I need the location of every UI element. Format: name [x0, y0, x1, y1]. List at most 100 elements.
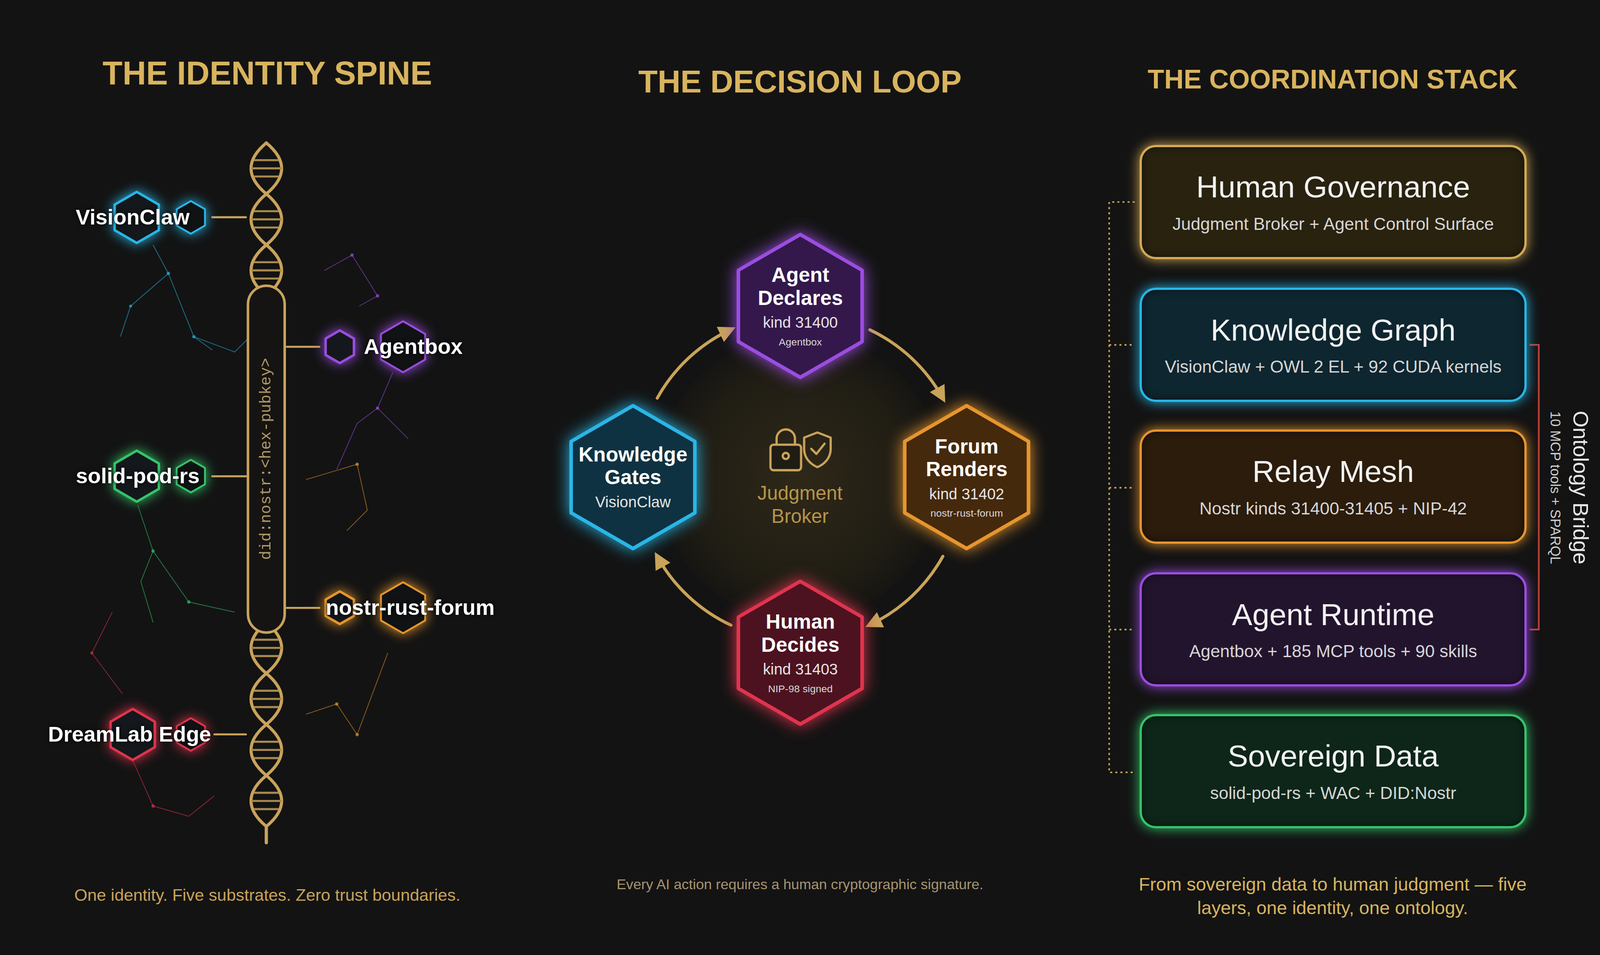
node-text: Agentbox: [778, 336, 823, 349]
dna-helix-part: [250, 142, 282, 296]
column-heading: THE IDENTITY SPINE: [102, 53, 433, 93]
spine-link: [212, 216, 246, 219]
hexagon-outline: [904, 406, 1029, 549]
helix-rungs-part: [253, 792, 279, 795]
spine-link: [286, 607, 320, 610]
spine-link: [214, 733, 246, 736]
node-text: nostr-rust-forum: [325, 595, 495, 621]
node-text: Human Governance: [1196, 169, 1471, 206]
column-caption: One identity. Five substrates. Zero trus…: [74, 885, 461, 906]
shield-symbol: [804, 432, 831, 468]
node-text: VisionClaw + OWL 2 EL + 92 CUDA kernels: [1164, 356, 1502, 378]
loop-arrow: [870, 556, 944, 625]
lock-keyhole: [782, 453, 789, 460]
loop-step-hexagon: Knowledge GatesVisionClaw: [569, 403, 697, 551]
node-text: VisionClaw: [595, 493, 671, 512]
hexagon-text-column: Human Decides kind 31403NIP-98 signed: [736, 579, 864, 727]
helix-rungs-part: [253, 706, 279, 709]
label-holder: From sovereign data to human judgment — …: [1134, 869, 1531, 925]
dna-helix-part: [250, 622, 282, 844]
helix-rungs-part: [250, 800, 282, 803]
stack-layer-box: Knowledge GraphVisionClaw + OWL 2 EL + 9…: [1139, 287, 1527, 403]
spine-link: [286, 346, 320, 349]
constellation-part: [377, 408, 409, 440]
label-holder: THE COORDINATION STACK: [1108, 61, 1557, 99]
hexagon-text-column: Knowledge GatesVisionClaw: [569, 403, 697, 551]
helix-rungs-part: [253, 741, 279, 744]
stack-layer-box: Relay MeshNostr kinds 31400-31405 + NIP-…: [1139, 429, 1527, 545]
constellation-part: [120, 273, 169, 337]
node-text: Agentbox + 185 MCP tools + 90 skills: [1188, 641, 1477, 663]
helix-rungs-part: [253, 639, 279, 642]
hexagon-outline: [738, 581, 863, 725]
lock-shield-icon: [738, 426, 862, 478]
node-text: Agentbox: [363, 334, 463, 360]
loop-arrow: [657, 556, 732, 626]
node-text: Knowledge Gates: [577, 443, 689, 490]
constellation-part: [153, 245, 213, 351]
vertical-label-holder: 10 MCP tools + SPARQL: [1544, 385, 1566, 590]
constellation-dots-part: [151, 804, 155, 808]
constellation-dots-part: [375, 406, 379, 410]
node-text: Human Decides: [745, 610, 856, 657]
broker-center: Judgment Broker: [738, 426, 862, 533]
helix-rungs-part: [253, 689, 279, 693]
spine-text-holder: did:nostr:<hex-pubkey>: [245, 285, 287, 633]
constellation-dots-part: [90, 652, 93, 655]
helix-rungs-part: [250, 269, 282, 272]
constellation-dots-part: [350, 253, 354, 257]
constellation-dots-part: [355, 733, 359, 737]
hexagon-text-column: Forum Renderskind 31402nostr-rust-forum: [902, 403, 1031, 551]
hexagon-outline: [571, 406, 695, 549]
node-text: Relay Mesh: [1252, 453, 1414, 491]
helix-rungs-part: [253, 175, 279, 178]
constellation-dots-part: [128, 304, 132, 308]
constellation-dots-part: [166, 271, 170, 275]
column-caption: Every AI action requires a human cryptog…: [616, 876, 984, 894]
helix-rungs-part: [253, 261, 279, 264]
node-text: kind 31402: [929, 485, 1004, 504]
label-holder: Every AI action requires a human cryptog…: [561, 874, 1040, 895]
node-text: VisionClaw: [75, 204, 190, 231]
constellation-part: [324, 255, 378, 307]
vertical-label-holder: Ontology Bridge: [1565, 385, 1596, 590]
column-heading: THE DECISION LOOP: [638, 62, 962, 101]
node-text: did:nostr:<hex-pubkey>: [257, 358, 276, 561]
label-holder: One identity. Five substrates. Zero trus…: [20, 883, 515, 909]
spine-capsule: [247, 286, 285, 633]
helix-rungs-part: [253, 210, 279, 213]
node-text: NIP-98 signed: [768, 683, 833, 696]
helix-rungs-part: [253, 808, 279, 811]
constellation-dots-part: [375, 294, 379, 298]
substrate-node: nostr-rust-forum: [319, 580, 501, 636]
constellation-part: [193, 336, 250, 352]
substrate-node: Agentbox: [319, 319, 468, 375]
check-mark: [811, 443, 825, 455]
loop-arrow: [870, 330, 944, 399]
bracket-label: 10 MCP tools + SPARQL: [1546, 411, 1564, 565]
column-caption: From sovereign data to human judgment — …: [1134, 873, 1531, 921]
loop-arrow: [657, 329, 732, 399]
helix-rungs-part: [250, 167, 282, 170]
constellation-dots-part: [187, 600, 191, 604]
node-text: Agent Declares: [745, 263, 856, 310]
substrate-node: DreamLab Edge: [44, 707, 215, 763]
constellation-part: [306, 464, 368, 531]
constellation-part: [91, 612, 123, 695]
node-text: solid-pod-rs + WAC + DID:Nostr: [1210, 783, 1457, 805]
node-text: Agent Runtime: [1232, 596, 1435, 634]
helix-rungs-part: [253, 226, 279, 229]
hexagon-text-column: Agent Declareskind 31400Agentbox: [736, 232, 864, 380]
node-text: Forum Renders: [911, 435, 1022, 482]
stack-layer-box: Agent RuntimeAgentbox + 185 MCP tools + …: [1139, 572, 1527, 687]
label-holder: THE DECISION LOOP: [585, 59, 1015, 105]
lock-shackle: [776, 429, 795, 445]
loop-step-hexagon: Human Decides kind 31403NIP-98 signed: [736, 579, 864, 727]
stack-dotted-bracket: [1109, 201, 1135, 773]
constellation-dots-part: [355, 462, 359, 466]
helix-rungs-part: [250, 218, 282, 221]
helix-rungs-part: [250, 698, 282, 701]
node-text: kind 31403: [762, 660, 838, 679]
constellation-part: [336, 372, 393, 470]
